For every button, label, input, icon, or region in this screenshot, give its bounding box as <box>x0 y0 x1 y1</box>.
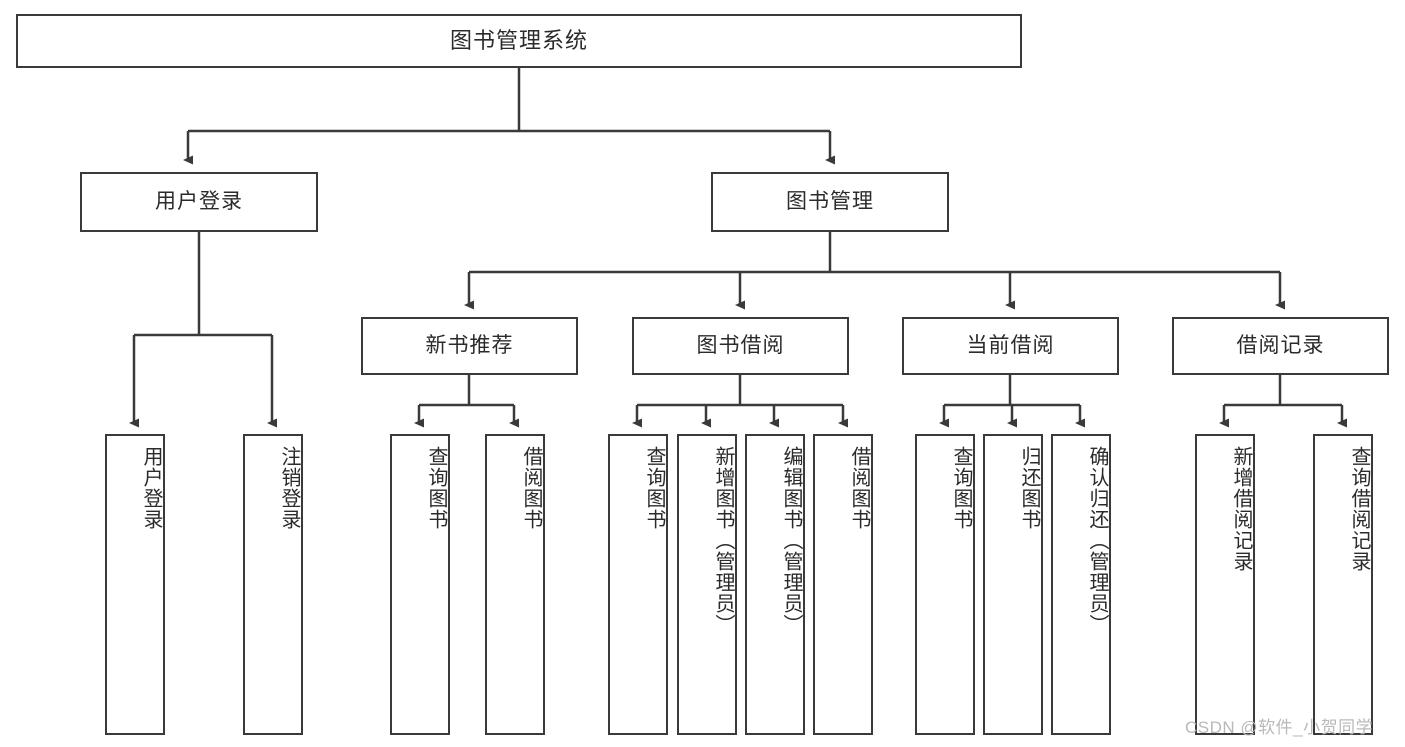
leaf-return-book[interactable]: 归还图书 <box>983 434 1043 735</box>
leaf-label: 用户登录 <box>140 446 162 530</box>
leaf-user-logout[interactable]: 注销登录 <box>243 434 303 735</box>
leaf-label: 查询借阅记录 <box>1348 446 1370 572</box>
node-book-borrow[interactable]: 图书借阅 <box>632 317 849 375</box>
leaf-confirm-return[interactable]: 确认归还（管理员） <box>1051 434 1111 735</box>
leaf-add-book[interactable]: 新增图书（管理员） <box>677 434 737 735</box>
node-borrow-record[interactable]: 借阅记录 <box>1172 317 1389 375</box>
node-current-borrow[interactable]: 当前借阅 <box>902 317 1119 375</box>
leaf-borrow-book[interactable]: 借阅图书 <box>813 434 873 735</box>
leaf-query-book-borrow[interactable]: 查询图书 <box>608 434 668 735</box>
csdn-watermark: CSDN @软件_小贺同学 <box>1185 718 1374 737</box>
leaf-label: 新增图书（管理员） <box>712 446 734 635</box>
leaf-label: 查询图书 <box>950 446 972 530</box>
node-root-system[interactable]: 图书管理系统 <box>16 14 1022 68</box>
leaf-add-borrow-record[interactable]: 新增借阅记录 <box>1195 434 1255 735</box>
leaf-user-login[interactable]: 用户登录 <box>105 434 165 735</box>
node-user-login[interactable]: 用户登录 <box>80 172 318 232</box>
node-new-book-recommend[interactable]: 新书推荐 <box>361 317 578 375</box>
leaf-label: 编辑图书（管理员） <box>780 446 802 635</box>
leaf-label: 确认归还（管理员） <box>1086 446 1108 635</box>
leaf-query-book-current[interactable]: 查询图书 <box>915 434 975 735</box>
leaf-query-book-newbook[interactable]: 查询图书 <box>390 434 450 735</box>
leaf-label: 注销登录 <box>278 446 300 530</box>
leaf-borrow-book-newbook[interactable]: 借阅图书 <box>485 434 545 735</box>
leaf-label: 借阅图书 <box>520 446 542 530</box>
leaf-label: 归还图书 <box>1018 446 1040 530</box>
leaf-label: 借阅图书 <box>848 446 870 530</box>
leaf-label: 查询图书 <box>425 446 447 530</box>
node-book-management[interactable]: 图书管理 <box>711 172 949 232</box>
leaf-query-borrow-record[interactable]: 查询借阅记录 <box>1313 434 1373 735</box>
leaf-edit-book[interactable]: 编辑图书（管理员） <box>745 434 805 735</box>
leaf-label: 新增借阅记录 <box>1230 446 1252 572</box>
leaf-label: 查询图书 <box>643 446 665 530</box>
